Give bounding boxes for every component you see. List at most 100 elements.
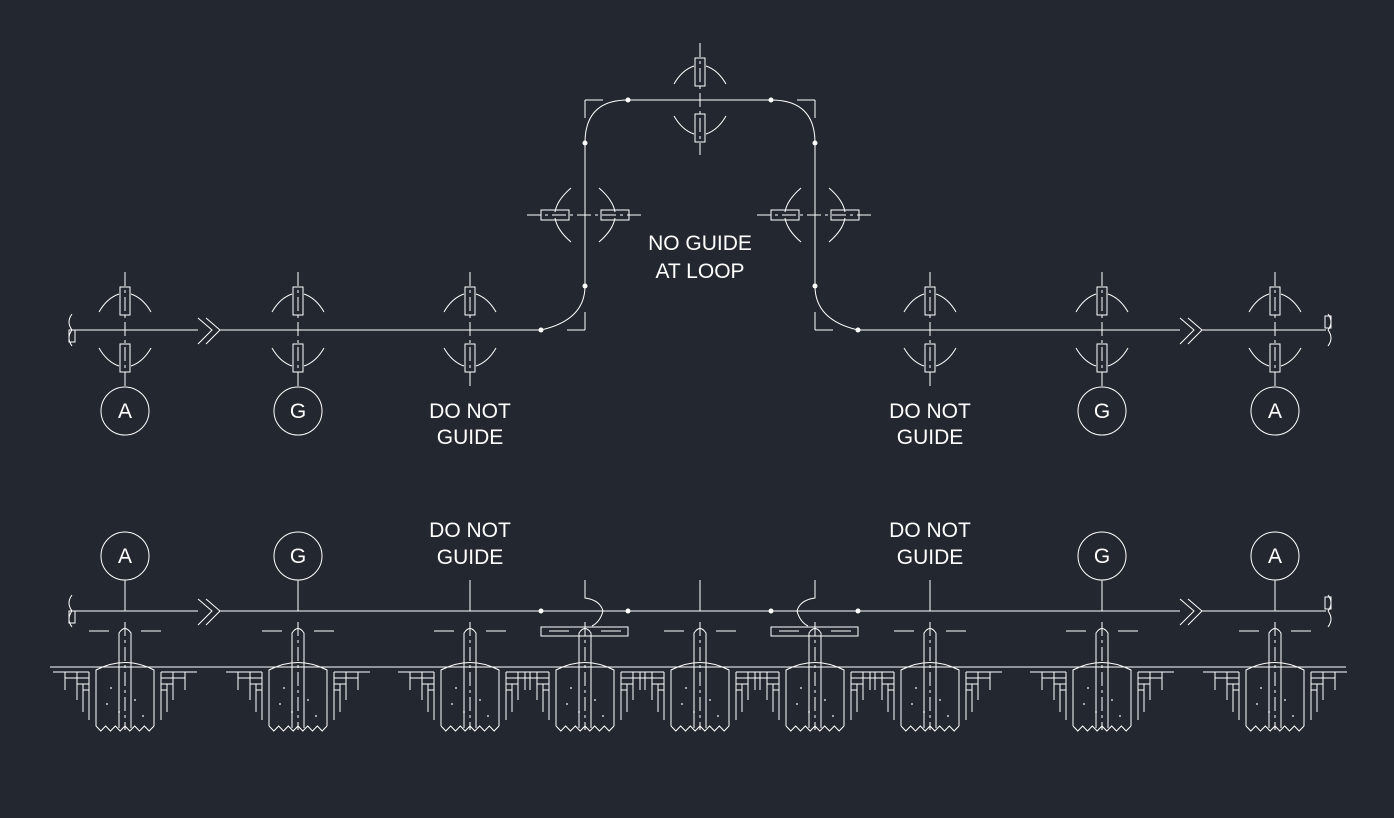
plan-break-lines <box>198 318 1202 344</box>
support-arc-upper <box>1076 294 1128 312</box>
pier-body <box>556 663 614 727</box>
elev-note-left-1: DO NOT <box>429 519 511 542</box>
soil-hatch <box>53 672 197 720</box>
pier-body <box>269 663 327 727</box>
foundation-pier-symbol <box>513 622 657 731</box>
support-arc-lower <box>1076 348 1128 366</box>
pier-body <box>901 663 959 727</box>
support-tag-circle <box>1251 387 1299 435</box>
support-arc-upper <box>904 294 956 312</box>
elevation-pier-symbols <box>53 622 1347 731</box>
support-arc-lower <box>99 348 151 366</box>
concrete-speckle <box>1111 699 1113 701</box>
pier-break-edge <box>269 726 327 731</box>
concrete-speckle <box>118 711 120 713</box>
concrete-speckle <box>315 715 317 717</box>
support-shoe-upper <box>925 287 935 315</box>
concrete-speckle <box>291 711 293 713</box>
pier-break-edge <box>901 726 959 731</box>
pier-break-edge <box>1246 726 1304 731</box>
concrete-speckle <box>1268 711 1270 713</box>
plan-support-symbols <box>99 272 1301 386</box>
guide-shoe-upper <box>695 58 705 86</box>
guide-arc-right <box>599 188 615 242</box>
loop-note-line-2: AT LOOP <box>655 260 744 283</box>
support-arc-upper <box>99 294 151 312</box>
pier-body <box>441 663 499 727</box>
pier-break-edge <box>671 726 729 731</box>
concrete-speckle <box>717 715 719 717</box>
loop-leg-guide-symbol <box>757 188 873 242</box>
plan-pipe-linework <box>74 100 1326 330</box>
support-shoe-lower <box>465 344 475 372</box>
concrete-speckle <box>566 703 568 705</box>
weld-point <box>855 608 861 614</box>
foundation-pier-symbol <box>858 622 1002 731</box>
concrete-speckle <box>455 687 457 689</box>
support-shoe-lower <box>925 344 935 372</box>
foundation-pier-symbol <box>1030 622 1174 731</box>
pier-break-edge <box>786 726 844 731</box>
concrete-speckle <box>824 699 826 701</box>
concrete-speckle <box>307 699 309 701</box>
concrete-speckle <box>1292 715 1294 717</box>
weld-point <box>855 327 861 333</box>
support-shoe-upper <box>293 287 303 315</box>
concrete-speckle <box>681 703 683 705</box>
guide-arc-lower <box>674 116 726 134</box>
pipe-support-symbol <box>99 272 151 386</box>
weld-point <box>582 140 588 146</box>
concrete-speckle <box>800 687 802 689</box>
plan-weld-dots <box>538 97 861 333</box>
soil-hatch <box>858 672 1002 720</box>
concrete-speckle <box>911 703 913 705</box>
loop-note-line-1: NO GUIDE <box>648 232 752 255</box>
concrete-speckle <box>808 711 810 713</box>
guide-arc-left <box>555 188 571 242</box>
weld-point <box>538 327 544 333</box>
elevation-view: A G DO NOT GUIDE DO NOT GUIDE G A <box>50 519 1347 731</box>
concrete-speckle <box>1087 687 1089 689</box>
soil-hatch <box>226 672 370 720</box>
plan-view: NO GUIDE AT LOOP A G DO NOT GUIDE DO NOT… <box>69 43 1331 449</box>
weld-point <box>768 97 774 103</box>
weld-point <box>812 283 818 289</box>
pier-body <box>671 663 729 727</box>
pier-break-edge <box>1073 726 1131 731</box>
pipe-support-symbol <box>1076 272 1128 386</box>
concrete-speckle <box>685 687 687 689</box>
soil-hatch <box>1030 672 1174 720</box>
concrete-speckle <box>487 715 489 717</box>
elev-tag-a-left: A <box>118 545 132 568</box>
elevation-tag-leaders <box>125 580 1275 611</box>
support-tag-a-right: A <box>1268 400 1282 423</box>
pipe-support-symbol <box>444 272 496 386</box>
weld-point <box>582 283 588 289</box>
concrete-speckle <box>939 699 941 701</box>
foundation-pier-symbol <box>398 622 542 731</box>
elevation-annotations: A G DO NOT GUIDE DO NOT GUIDE G A <box>101 519 1299 580</box>
elev-tag-g-right: G <box>1094 545 1110 568</box>
concrete-speckle <box>134 699 136 701</box>
pipe-support-symbol <box>272 272 324 386</box>
concrete-speckle <box>709 699 711 701</box>
concrete-speckle <box>923 711 925 713</box>
elev-note-left-2: GUIDE <box>437 546 504 569</box>
loop-leg-guide-symbol <box>527 188 643 242</box>
weld-point <box>625 608 631 614</box>
elev-tag-g-left: G <box>290 545 306 568</box>
support-arc-lower <box>904 348 956 366</box>
support-arc-lower <box>444 348 496 366</box>
elevation-pipe-linework <box>50 580 1346 667</box>
concrete-speckle <box>578 711 580 713</box>
concrete-speckle <box>110 687 112 689</box>
concrete-speckle <box>1083 703 1085 705</box>
concrete-speckle <box>279 703 281 705</box>
soil-hatch <box>1203 672 1347 720</box>
support-shoe-upper <box>465 287 475 315</box>
support-shoe-lower <box>120 344 130 372</box>
do-not-guide-note-left-2: GUIDE <box>437 426 504 449</box>
elev-tag-a-right: A <box>1268 545 1282 568</box>
concrete-speckle <box>1260 687 1262 689</box>
support-shoe-upper <box>1097 287 1107 315</box>
